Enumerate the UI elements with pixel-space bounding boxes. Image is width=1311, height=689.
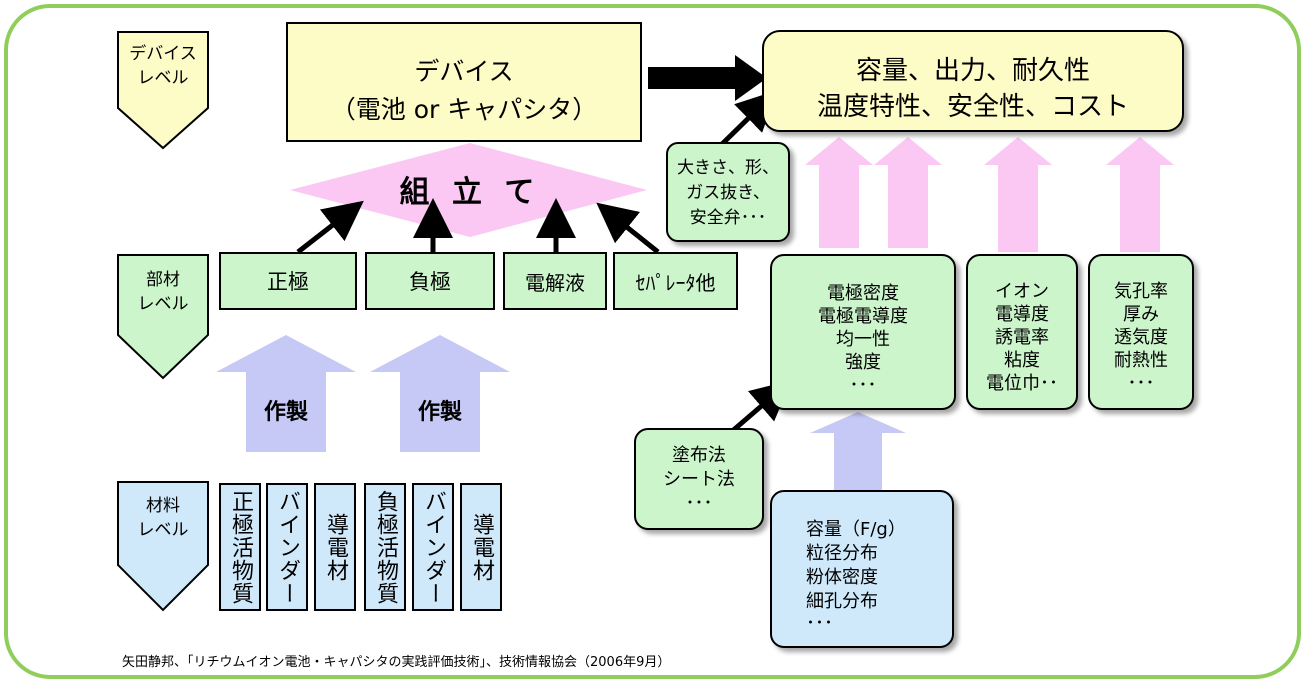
member-level-marker [117, 254, 209, 380]
electrolyte-props-box: イオン 電導度 誘電率 粘度 電位巾･･ [966, 254, 1078, 410]
electrode-prop-4: 強度 [845, 352, 881, 373]
citation: 矢田静邦、「リチウムイオン電池・キャパシタの実践評価技術」、技術情報協会（200… [122, 655, 671, 670]
powder-prop-3: 粉体密度 [806, 567, 878, 588]
powder-to-electrode-arrow [810, 412, 906, 490]
pink-arrow-1 [805, 137, 873, 248]
device-box-line2: （電池 or キャパシタ） [330, 95, 598, 124]
electrolyte-prop-5: 電位巾･･ [986, 373, 1058, 394]
powder-prop-4: 細孔分布 [806, 591, 878, 612]
material-binder-1: バインダー [266, 483, 308, 611]
device-level-label: デバイス レベル [129, 44, 197, 88]
component-separator: ｾﾊﾟﾚｰﾀ他 [613, 252, 738, 310]
properties-line1: 容量、出力、耐久性 [855, 56, 1090, 86]
device-to-properties-arrow [648, 55, 767, 101]
assembly-label: 組 立 て [399, 175, 541, 210]
component-electrolyte: 電解液 [503, 252, 607, 310]
electrode-prop-5: ･･･ [849, 375, 877, 396]
material-level-label: 材料 レベル [137, 496, 189, 540]
pink-arrow-4 [1106, 137, 1174, 252]
fabrication-label-negative: 作製 [417, 400, 462, 425]
coating-method-1: 塗布法 [672, 445, 726, 466]
properties-line2: 温度特性、安全性、コスト [816, 92, 1129, 122]
cell-design-line2: ガス抜き、 [686, 183, 770, 203]
material-conductive-2: 導電材 [460, 483, 502, 611]
separator-prop-2: 厚み [1123, 304, 1159, 325]
powder-props-box: 容量（F/g） 粒径分布 粉体密度 細孔分布 ･･･ [770, 490, 954, 648]
positive-to-assembly-arrow [296, 200, 364, 254]
separator-prop-5: ･･･ [1127, 373, 1155, 394]
electrode-prop-1: 電極密度 [827, 283, 899, 304]
material-level-marker [117, 481, 209, 612]
powder-prop-2: 粒径分布 [806, 543, 878, 564]
separator-to-assembly-arrow [596, 202, 660, 254]
electrode-props-box: 電極密度 電極電導度 均一性 強度 ･･･ [770, 254, 956, 410]
material-conductive-1: 導電材 [314, 483, 356, 611]
properties-box: 容量、出力、耐久性 温度特性、安全性、コスト [762, 30, 1184, 132]
fabrication-arrow-negative [370, 335, 510, 452]
design-to-properties-arrow [716, 90, 777, 150]
device-level-marker [117, 31, 209, 150]
component-positive: 正極 [219, 252, 357, 310]
electrolyte-prop-3: 誘電率 [995, 327, 1049, 348]
fabrication-arrow-positive [216, 335, 356, 452]
coating-method-3: ･･･ [685, 493, 713, 514]
component-negative: 負極 [365, 252, 495, 310]
device-box-line1: デバイス [414, 57, 514, 86]
cell-design-line3: 安全弁･･･ [689, 208, 767, 228]
coating-method-2: シート法 [663, 469, 735, 490]
electrolyte-prop-2: 電導度 [995, 304, 1049, 325]
electrode-prop-2: 電極電導度 [818, 306, 908, 327]
separator-prop-1: 気孔率 [1114, 281, 1168, 302]
powder-prop-5: ･･･ [806, 613, 833, 634]
electrolyte-prop-1: イオン [995, 281, 1049, 302]
separator-props-box: 気孔率 厚み 透気度 耐熱性 ･･･ [1088, 254, 1194, 410]
separator-prop-4: 耐熱性 [1114, 350, 1168, 371]
material-negative-active: 負極活物質 [364, 483, 406, 611]
member-level-label: 部材 レベル [137, 270, 189, 314]
material-positive-active: 正極活物質 [219, 483, 261, 611]
material-binder-2: バインダー [412, 483, 454, 611]
device-box: デバイス （電池 or キャパシタ） [286, 22, 642, 142]
pink-arrow-3 [984, 137, 1052, 252]
cell-design-box: 大きさ、形、 ガス抜き、 安全弁･･･ [666, 142, 790, 242]
coating-methods-box: 塗布法 シート法 ･･･ [634, 428, 764, 530]
electrolyte-prop-4: 粘度 [1004, 350, 1040, 371]
separator-prop-3: 透気度 [1114, 327, 1168, 348]
pink-arrow-2 [874, 137, 942, 248]
powder-prop-1: 容量（F/g） [806, 519, 906, 540]
fabrication-label-positive: 作製 [263, 400, 308, 425]
cell-design-line1: 大きさ、形、 [677, 158, 779, 178]
electrode-prop-3: 均一性 [836, 329, 890, 350]
